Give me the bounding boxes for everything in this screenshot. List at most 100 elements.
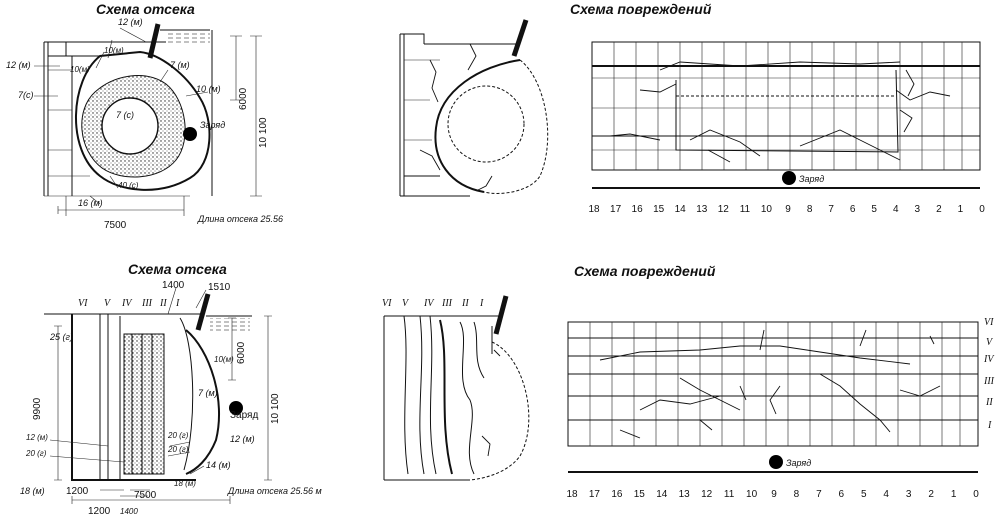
bottom-left-roman-iii: III	[141, 298, 153, 309]
top-right-scale-tick-5: 5	[871, 204, 877, 215]
bottom-left-label-14m: 14 (м)	[206, 460, 231, 470]
bottom-left-roman-iv: IV	[121, 298, 133, 309]
bottom-left-label-20g-a: 20 (г)	[167, 431, 189, 440]
bottom-right-charge-marker	[769, 455, 783, 469]
top-right-scale-tick-15: 15	[653, 204, 665, 215]
bottom-right-scale-tick-6: 6	[839, 489, 845, 500]
top-left-charge-marker	[183, 127, 197, 141]
bottom-middle-roman-iv: IV	[423, 298, 435, 309]
bottom-right-scale-tick-13: 13	[679, 489, 691, 500]
top-middle-damage-section	[399, 19, 549, 197]
bottom-left-label-10m: 10(м)	[214, 355, 234, 364]
bottom-right-scale-tick-1: 1	[951, 489, 957, 500]
bottom-left-roman-ii: II	[159, 298, 167, 309]
bottom-left-dim-1200a: 1200	[66, 486, 89, 497]
top-left-label-40c: 40 (с)	[118, 181, 139, 190]
top-right-scale-tick-6: 6	[850, 204, 856, 215]
bottom-left-dim-1400: 1400	[162, 280, 185, 291]
top-left-length-note: Длина отсека 25.56	[197, 214, 283, 224]
bottom-middle-roman-i: I	[479, 298, 484, 309]
bottom-right-scale-tick-16: 16	[611, 489, 623, 500]
top-right-scale-tick-17: 17	[610, 204, 622, 215]
bottom-middle-roman-ii: II	[461, 298, 469, 309]
bottom-left-label-20g-b: 20 (г)	[167, 445, 189, 454]
top-right-scale-tick-0: 0	[979, 204, 985, 215]
top-right-scale-tick-9: 9	[785, 204, 791, 215]
bottom-left-label-7m: 7 (м)	[198, 388, 218, 398]
bottom-right-scale-tick-3: 3	[906, 489, 912, 500]
top-left-label-10m-a: 10(м)	[104, 46, 124, 55]
bottom-left-dim-10100: 10 100	[270, 393, 281, 424]
top-left-label-7m: 7 (м)	[170, 60, 190, 70]
bottom-right-scale-tick-4: 4	[883, 489, 889, 500]
top-right-scale-tick-11: 11	[740, 204, 751, 215]
bottom-right-charge-label: Заряд	[786, 458, 811, 468]
bottom-right-roman-iv: IV	[983, 354, 995, 365]
bottom-right-scale-tick-17: 17	[589, 489, 601, 500]
bottom-right-roman-iii: III	[983, 376, 995, 387]
bottom-left-dim-1510: 1510	[208, 282, 231, 293]
bottom-right-scale-tick-7: 7	[816, 489, 822, 500]
bottom-left-dim-6000: 6000	[236, 341, 247, 364]
top-right-scale-tick-14: 14	[675, 204, 687, 215]
bottom-left-label-18m-left: 18 (м)	[20, 486, 45, 496]
bottom-middle-damage-section: VI V IV III II I	[382, 295, 530, 481]
bottom-left-charge-marker	[229, 401, 243, 415]
top-left-label-10m-b: 10(м)	[70, 65, 90, 74]
top-right-scale-tick-1: 1	[958, 204, 964, 215]
top-right-scale-tick-2: 2	[936, 204, 942, 215]
top-left-title: Схема отсека	[96, 1, 195, 17]
top-right-scale-tick-3: 3	[915, 204, 921, 215]
bottom-right-scale-tick-8: 8	[794, 489, 800, 500]
top-left-dim-7500: 7500	[104, 220, 127, 231]
bottom-right-scale-tick-11: 11	[724, 489, 735, 500]
bottom-middle-roman-iii: III	[441, 298, 453, 309]
bottom-right-scale-tick-9: 9	[771, 489, 777, 500]
bottom-right-scale-tick-14: 14	[656, 489, 668, 500]
bottom-left-charge-label: Заряд	[230, 410, 258, 421]
bottom-right-scale-tick-12: 12	[701, 489, 713, 500]
bottom-left-label-25g: 25 (г)	[49, 332, 73, 342]
top-right-scale-tick-13: 13	[696, 204, 708, 215]
bottom-right-scale-tick-0: 0	[973, 489, 979, 500]
top-right-scale-tick-8: 8	[807, 204, 813, 215]
bottom-left-dim-1400b: 1400	[120, 507, 138, 516]
top-left-label-16m: 16 (м)	[78, 198, 103, 208]
bottom-left-label-18m-mid: 18 (м)	[174, 479, 196, 488]
top-left-compartment-diagram: Схема отсека 12 (м) 10(м) 10(м) 12 (м)	[6, 1, 283, 231]
bottom-middle-roman-vi: VI	[382, 298, 392, 309]
top-right-charge-marker	[782, 171, 796, 185]
bottom-left-roman-v: V	[104, 298, 112, 309]
bottom-right-scale-tick-18: 18	[566, 489, 578, 500]
bottom-right-scale-tick-15: 15	[634, 489, 646, 500]
top-right-scale-tick-16: 16	[632, 204, 644, 215]
top-right-scale-tick-4: 4	[893, 204, 899, 215]
bottom-right-damage-scheme: Схема повреждений Заряд VI V IV III II I	[567, 263, 995, 473]
bottom-left-roman-vi: VI	[78, 298, 88, 309]
top-right-title: Схема повреждений	[570, 1, 712, 17]
bottom-left-length-note: Длина отсека 25.56 м	[227, 486, 322, 496]
top-left-label-10m-right: 10 (м)	[196, 84, 221, 94]
top-left-label-7c-center: 7 (с)	[116, 110, 134, 120]
bottom-right-roman-v: V	[986, 337, 994, 348]
bottom-left-dim-7500: 7500	[134, 490, 157, 501]
bottom-right-roman-vi: VI	[984, 317, 994, 328]
bottom-right-scale-tick-5: 5	[861, 489, 867, 500]
top-right-scale-tick-10: 10	[761, 204, 773, 215]
bottom-left-title: Схема отсека	[128, 261, 227, 277]
bottom-left-label-12m-right: 12 (м)	[230, 434, 255, 444]
top-left-label-12m-left: 12 (м)	[6, 60, 31, 70]
bottom-left-dim-1200b: 1200	[88, 506, 111, 517]
top-right-scale-tick-12: 12	[718, 204, 730, 215]
top-left-charge-label: Заряд	[200, 120, 225, 130]
bottom-left-label-20g-left: 20 (г)	[25, 449, 47, 458]
top-right-charge-label: Заряд	[799, 174, 824, 184]
bottom-right-title: Схема повреждений	[574, 263, 716, 279]
top-left-label-12m-top: 12 (м)	[118, 17, 143, 27]
top-left-label-7c-left: 7(с)	[18, 90, 34, 100]
top-right-scale-tick-18: 18	[588, 204, 600, 215]
bottom-right-scale-tick-2: 2	[928, 489, 934, 500]
